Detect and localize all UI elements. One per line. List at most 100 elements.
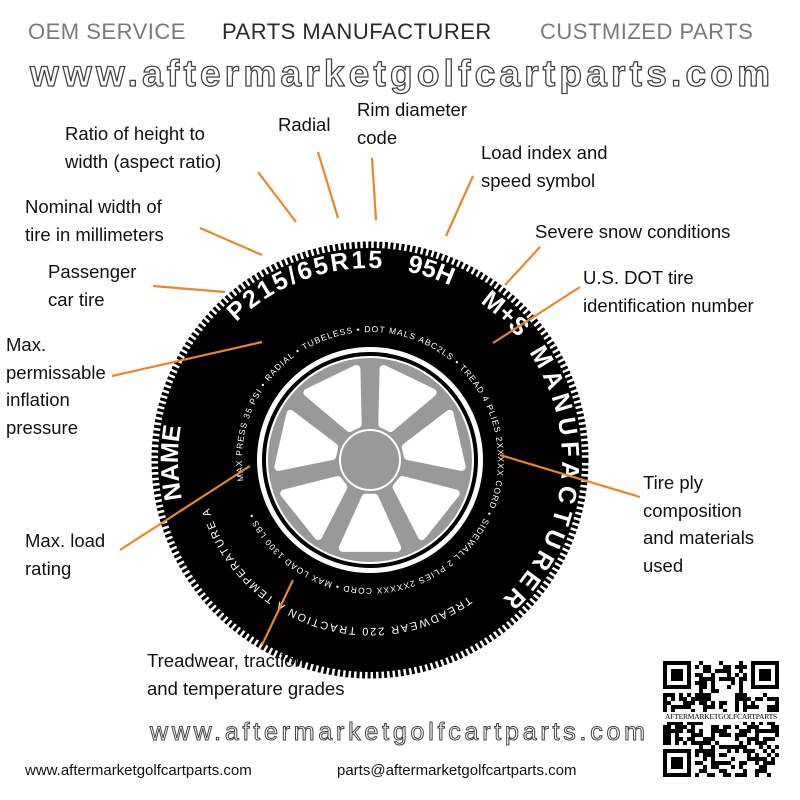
- qr-caption: AFTERMARKETGOLFCARTPARTS: [662, 712, 780, 722]
- qr-module: [771, 685, 775, 689]
- qr-module: [671, 669, 675, 673]
- qr-module: [735, 697, 739, 701]
- qr-module: [759, 765, 763, 769]
- qr-module: [667, 737, 671, 741]
- qr-module: [775, 685, 779, 689]
- spoke-hole: [392, 476, 460, 541]
- qr-module: [679, 693, 683, 697]
- qr-module: [739, 773, 743, 777]
- qr-module: [775, 733, 779, 737]
- label-line: inflation: [6, 389, 70, 410]
- qr-module: [731, 677, 735, 681]
- qr-module: [759, 677, 763, 681]
- leader-treadwear: [261, 579, 294, 646]
- qr-module: [711, 681, 715, 685]
- qr-module: [759, 741, 763, 745]
- qr-module: [755, 697, 759, 701]
- qr-module: [675, 673, 679, 677]
- qr-module: [679, 677, 683, 681]
- qr-module: [675, 729, 679, 733]
- qr-module: [755, 729, 759, 733]
- qr-module: [739, 697, 743, 701]
- label-line: permissable: [6, 361, 106, 383]
- label-line: Treadwear, traction: [147, 650, 305, 671]
- qr-module: [667, 701, 671, 705]
- qr-module: [715, 729, 719, 733]
- qr-module: [687, 685, 691, 689]
- qr-module: [675, 705, 679, 709]
- qr-module: [699, 733, 703, 737]
- qr-module: [675, 773, 679, 777]
- qr-module: [663, 685, 667, 689]
- qr-module: [775, 701, 779, 705]
- qr-module: [747, 725, 751, 729]
- qr-module: [679, 773, 683, 777]
- qr-module: [755, 761, 759, 765]
- qr-module: [663, 665, 667, 669]
- qr-module: [663, 669, 667, 673]
- qr-module: [755, 757, 759, 761]
- qr-module: [695, 665, 699, 669]
- watermark-small: www.aftermarketgolfcartparts.com: [149, 718, 645, 746]
- qr-module: [663, 757, 667, 761]
- qr-module: [743, 665, 747, 669]
- qr-module: [767, 729, 771, 733]
- qr-module: [703, 737, 707, 741]
- qr-module: [719, 753, 723, 757]
- qr-module: [771, 729, 775, 733]
- qr-module: [663, 765, 667, 769]
- leader-snow: [504, 246, 541, 286]
- qr-module: [735, 737, 739, 741]
- qr-module: [695, 733, 699, 737]
- qr-module: [679, 761, 683, 765]
- qr-module: [743, 733, 747, 737]
- qr-module: [679, 725, 683, 729]
- leader-ply: [499, 453, 641, 499]
- qr-module: [679, 697, 683, 701]
- qr-module: [711, 685, 715, 689]
- qr-module: [763, 729, 767, 733]
- footer-email-link[interactable]: parts@aftermarketgolfcartparts.com: [337, 762, 577, 779]
- qr-module: [699, 721, 703, 725]
- qr-module: [663, 705, 667, 709]
- qr-module: [767, 737, 771, 741]
- qr-module: [687, 681, 691, 685]
- leader-radial: [316, 151, 340, 219]
- qr-module: [691, 729, 695, 733]
- qr-module: [731, 745, 735, 749]
- qr-module: [739, 689, 743, 693]
- qr-module: [763, 741, 767, 745]
- wheel-spoke-holes: [274, 365, 466, 552]
- label-line: identification number: [583, 294, 754, 316]
- qr-module: [703, 753, 707, 757]
- qr-module: [667, 685, 671, 689]
- qr-module: [699, 729, 703, 733]
- qr-module: [751, 677, 755, 681]
- qr-module: [743, 745, 747, 749]
- qr-module: [707, 753, 711, 757]
- qr-module: [751, 681, 755, 685]
- qr-module: [703, 669, 707, 673]
- qr-module: [739, 681, 743, 685]
- qr-module: [735, 749, 739, 753]
- qr-module: [703, 757, 707, 761]
- qr-module: [711, 773, 715, 777]
- qr-module: [747, 729, 751, 733]
- label-line: Severe snow conditions: [535, 221, 731, 242]
- qr-module: [663, 729, 667, 733]
- leader-rim-diameter: [370, 157, 378, 221]
- qr-module: [691, 725, 695, 729]
- qr-module: [739, 741, 743, 745]
- footer-website-link[interactable]: www.aftermarketgolfcartparts.com: [25, 762, 252, 779]
- qr-module: [663, 701, 667, 705]
- spoke-hole: [303, 365, 362, 432]
- qr-module: [687, 673, 691, 677]
- qr-module: [695, 753, 699, 757]
- qr-module: [703, 701, 707, 705]
- qr-module: [723, 725, 727, 729]
- label-line: speed symbol: [481, 169, 596, 191]
- qr-module: [699, 741, 703, 745]
- qr-module: [735, 733, 739, 737]
